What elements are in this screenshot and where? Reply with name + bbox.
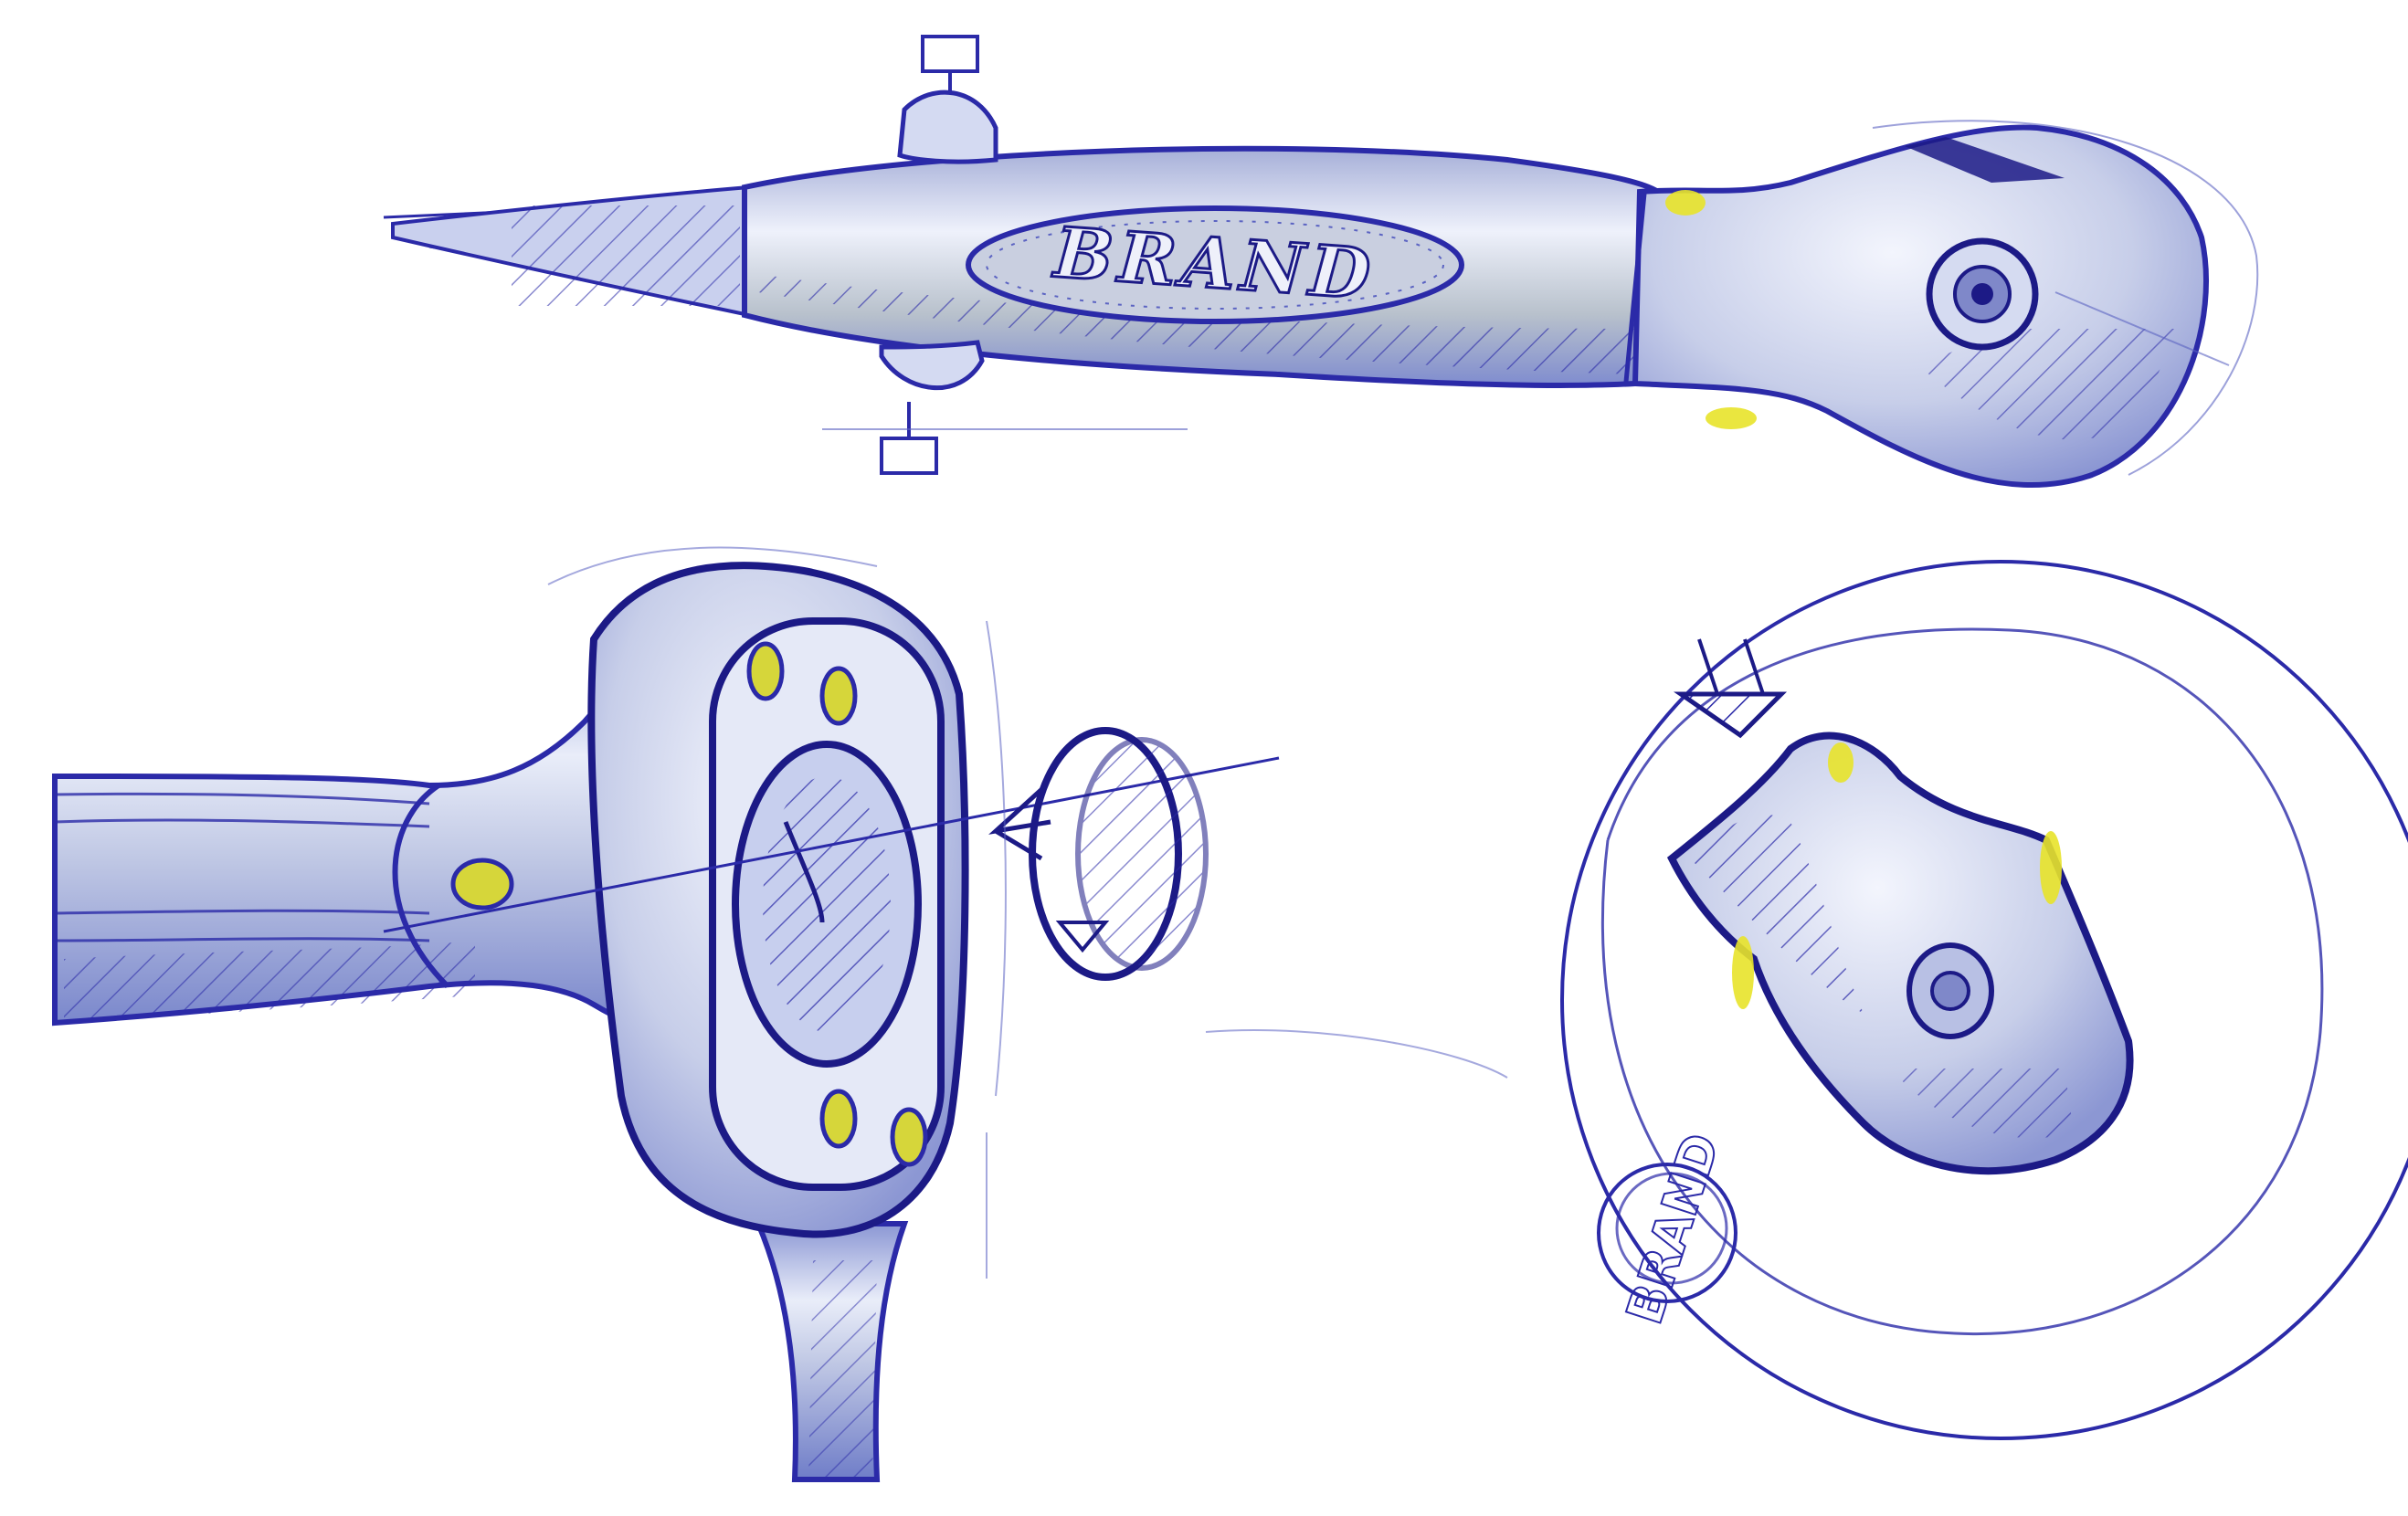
closeup-neck-screw bbox=[450, 858, 514, 911]
detail-yellow-2 bbox=[2040, 831, 2062, 904]
face-screw-bottom-right bbox=[890, 1107, 928, 1167]
top-construction-lines bbox=[822, 120, 2259, 476]
detail-outer-circle bbox=[1560, 560, 2408, 1440]
top-wrench-sketch: BRAND bbox=[383, 35, 2259, 489]
detail-pointer-block bbox=[1673, 691, 1788, 739]
detail-circle-sketch: BRAND bbox=[1560, 560, 2408, 1440]
head-seam bbox=[1623, 193, 1647, 383]
face-screw-top-left bbox=[746, 641, 785, 701]
exploded-ring bbox=[988, 727, 1209, 981]
brand-plate: BRAND bbox=[966, 205, 1464, 324]
closeup-arm-hatch bbox=[64, 941, 475, 1023]
face-screw-top-right bbox=[819, 666, 858, 726]
yellow-accent-2 bbox=[1706, 407, 1757, 429]
tail-hatching bbox=[512, 205, 740, 306]
drive-socket-top bbox=[1926, 237, 2039, 351]
head-neck bbox=[1632, 124, 2209, 489]
rotation-arrow-icon bbox=[988, 784, 1051, 861]
detail-head-hatch bbox=[1690, 815, 1864, 1014]
switch-lever bbox=[879, 35, 998, 475]
yellow-accent-1 bbox=[1665, 190, 1706, 216]
detail-yellow-1 bbox=[1828, 742, 1854, 783]
brand-stamp: BRAND bbox=[1597, 1126, 1737, 1332]
detail-yellow-3 bbox=[1732, 936, 1754, 1009]
detail-drive-socket bbox=[1906, 942, 1994, 1039]
closeup-construction-lines bbox=[547, 546, 1508, 1279]
head-top-cap bbox=[1905, 137, 2065, 183]
handle-hatch-bottom bbox=[758, 274, 1640, 374]
detail-head-hatch-2 bbox=[1891, 1069, 2074, 1139]
face-screw-bottom-left bbox=[819, 1089, 858, 1149]
closeup-drive-ring bbox=[732, 741, 922, 1068]
closeup-head-sketch bbox=[52, 546, 1508, 1482]
closeup-arm-strokes bbox=[54, 792, 430, 942]
closeup-neck-seam bbox=[392, 783, 450, 989]
head-hatch bbox=[1918, 329, 2174, 440]
closeup-shaft-hatch bbox=[808, 1260, 877, 1479]
